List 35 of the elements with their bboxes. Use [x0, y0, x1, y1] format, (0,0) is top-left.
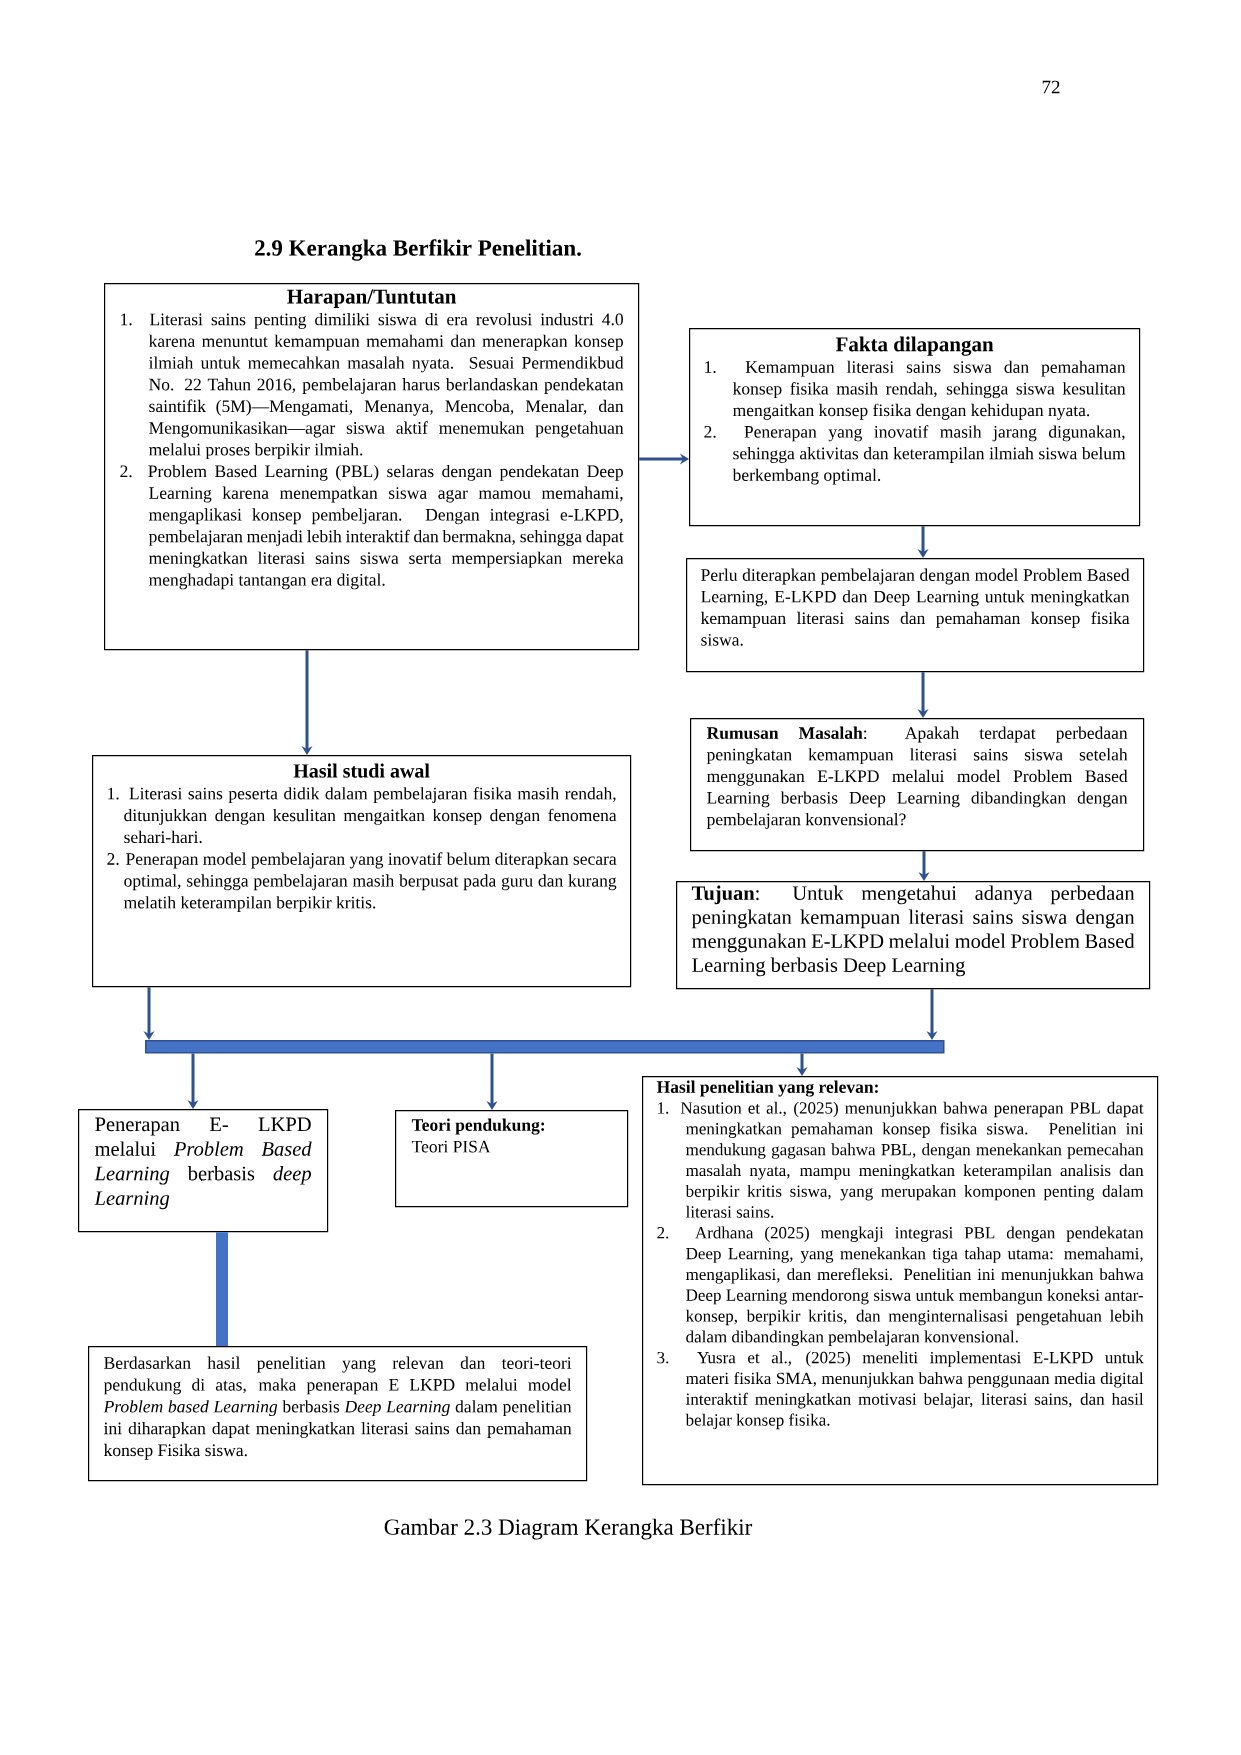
caption: Gambar 2.3 Diagram Kerangka Berfikir: [384, 1518, 753, 1540]
text-box: [689, 328, 1141, 527]
connector-bar: [145, 1040, 945, 1054]
text-box: [88, 1346, 588, 1482]
text-box: [78, 1109, 329, 1233]
text-box: [686, 558, 1145, 673]
paragraph: Penerapan E- LKPD melalui Problem Based Learning berbasis deep Learning: [94, 1117, 312, 1210]
list-item: 2. Penerapan model pembelajaran yang inovatif belum diterapkan secara optimal, sehingga pembelajaran masih berpusat pada guru dan kurang melatih keterampilan berpikir kritis.: [107, 852, 617, 912]
text-box: [642, 1076, 1159, 1486]
list-item: 2. Problem Based Learning (PBL) selaras dengan pendekatan Deep Learning karena menempatkan siswa agar mamou memahami, mengaplikasi konsep pembeljaran. Dengan integrasi e-LKPD, pembelajaran menjadi lebih interaktif dan bermakna, sehingga dapat meningkatkan literasi sains siswa serta mempersiapkan mereka menghadapi tantangan era digital.: [120, 464, 624, 590]
list-item: 2. Penerapan yang inovatif masih jarang digunakan, sehingga aktivitas dan keterampilan ilmiah siswa belum berkembang optimal.: [704, 425, 1126, 485]
heading: Fakta dilapangan: [835, 336, 994, 356]
list-item: 1. Literasi sains penting dimiliki siswa di era revolusi industri 4.0 karena menuntut kemampuan memahami dan menerapkan konsep ilmiah untuk memecahkan masalah nyata. Sesuai Permendikbud No. 22 Tahun 2016, pembelajaran harus berlandaskan pendekatan saintifik (5M)—Mengamati, Menanya, Mencoba, Menalar, dan Mengomunikasikan—agar siswa aktif menemukan pengetahuan melalui proses berpikir ilmiah.: [121, 313, 624, 460]
paragraph: Perlu diterapkan pembelajaran dengan model Problem Based Learning, E-LKPD dan Deep Learning untuk meningkatkan kemampuan literasi sains dan pemahaman konsep fisika siswa.: [700, 568, 1130, 646]
heading: Harapan/Tuntutan: [287, 289, 457, 308]
heading: Hasil penelitian yang relevan:: [656, 1080, 878, 1097]
text-box: [92, 755, 632, 988]
paragraph: Berdasarkan hasil penelitian yang relevan dan teori-teori pendukung di atas, maka penerapan E LKPD melalui model Problem based Learning berbasis Deep Learning dalam penelitian ini diharapkan dapat meningkatkan literasi sains dan pemahaman konsep Fisika siswa.: [103, 1356, 572, 1460]
heading: 2.9 Kerangka Berfikir Penelitian.: [255, 239, 581, 261]
page-number: 72: [1042, 80, 1060, 94]
list-item: 2. Ardhana (2025) mengkaji integrasi PBL dengan pendekatan Deep Learning, yang menekankan tiga tahap utama: memahami, mengaplikasi, dan merefleksi. Penelitian ini menunjukkan bahwa Deep Learning mendorong siswa untuk membangun koneksi antar-konsep, berpikir kritis, dan menginternalisasi pengetahuan lebih dalam dibandingkan pembelajaran konvensional.: [657, 1226, 1144, 1346]
connector-line: [216, 1232, 228, 1346]
list-item: 1. Nasution et al., (2025) menunjukkan bahwa penerapan PBL dapat meningkatkan pemahaman konsep fisika siswa. Penelitian ini mendukung gagasan bahwa PBL, dengan menekankan pemecahan masalah nyata, mampu meningkatkan keterampilan analisis dan berpikir kritis siswa, yang merupakan komponen penting dalam literasi sains.: [658, 1101, 1144, 1218]
paragraph: Tujuan: Untuk mengetahui adanya perbedaan peningkatan kemampuan literasi sains siswa dengan menggunakan E-LKPD melalui model Problem Based Learning berbasis Deep Learning: [691, 885, 1135, 977]
list-item: Teori PISA: [411, 1140, 491, 1153]
text-box: [690, 718, 1145, 852]
heading: Teori pendukung:: [411, 1118, 545, 1135]
list-item: 1. Literasi sains peserta didik dalam pembelajaran fisika masih rendah, ditunjukkan dengan kesulitan mengaitkan konsep dengan fenomena sehari-hari.: [108, 786, 617, 844]
text-box: [395, 1110, 629, 1208]
text-box: [104, 283, 640, 651]
heading: Hasil studi awal: [293, 763, 430, 778]
text-box: [676, 881, 1151, 990]
paragraph: Rumusan Masalah: Apakah terdapat perbedaan peningkatan kemampuan literasi sains siswa setelah menggunakan E-LKPD melalui model Problem Based Learning berbasis Deep Learning dibandingkan dengan pembelajaran konvensional?: [706, 726, 1128, 829]
list-item: 3. Yusra et al., (2025) meneliti implementasi E-LKPD untuk materi fisika SMA, menunjukkan bahwa penggunaan media digital interaktif meningkatkan motivasi belajar, literasi sains, dan hasil belajar konsep fisika.: [657, 1351, 1144, 1430]
list-item: 1. Kemampuan literasi sains siswa dan pemahaman konsep fisika masih rendah, sehingga siswa kesulitan mengaitkan konsep fisika dengan kehidupan nyata.: [705, 360, 1126, 420]
